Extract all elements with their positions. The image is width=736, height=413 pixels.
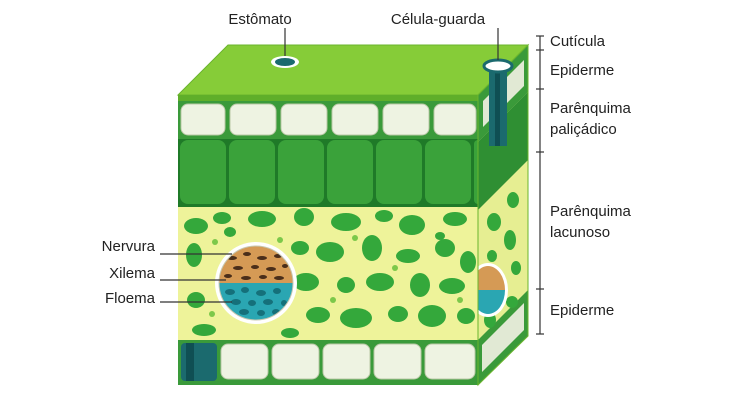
stomata-pore [271,56,299,68]
front-face [178,95,478,385]
label-celula-guarda: Célula-guarda [391,11,486,28]
side-vein [478,263,508,317]
lower-epidermis [178,340,478,385]
labels: Estômato Célula-guarda Cutícula Epiderme… [102,11,632,319]
label-parenquima-palicadico-1: Parênquima [550,100,632,117]
cuticle-top-face [176,44,530,96]
palisade-parenchyma [178,139,478,207]
vein-bundle [215,242,297,324]
upper-epidermis [178,101,478,139]
label-parenquima-palicadico-2: paliçádico [550,121,617,138]
spongy-parenchyma [178,207,478,340]
guard-cell-channel [482,58,514,146]
label-epiderme-superior: Epiderme [550,62,614,79]
label-xilema: Xilema [109,265,156,282]
label-nervura: Nervura [102,238,156,255]
label-floema: Floema [105,290,156,307]
leader-lines [160,28,544,335]
cuticle-front [178,95,478,101]
label-parenquima-lacunoso-2: lacunoso [550,224,610,241]
label-epiderme-inferior: Epiderme [550,302,614,319]
label-parenquima-lacunoso-1: Parênquima [550,203,632,220]
label-estomato: Estômato [228,11,291,28]
label-cuticula: Cutícula [550,33,606,50]
